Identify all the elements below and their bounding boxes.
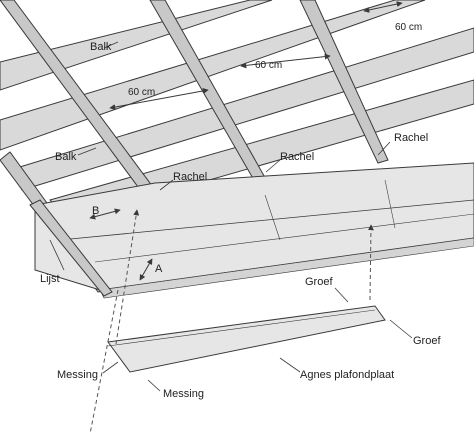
joist-label: Balk	[90, 41, 112, 53]
loose-board-face	[107, 305, 386, 373]
leader-lines	[49, 41, 413, 392]
ceiling-board	[34, 162, 474, 291]
loose-board	[107, 305, 386, 373]
batten-label: Rachel	[280, 151, 314, 163]
dimension-a-label: A	[155, 263, 163, 275]
tongue-label: Messing	[57, 369, 98, 381]
guide-lines	[89, 209, 374, 434]
product-label: Agnes plafondplaat	[300, 369, 394, 381]
cornice-strip	[29, 199, 113, 297]
ceiling-edge-shadow	[99, 237, 474, 299]
dimension-arrows	[89, 1, 403, 281]
batten-label: Rachel	[394, 132, 428, 144]
spacing-label: 60 cm	[395, 22, 422, 33]
groove-label: Groef	[305, 276, 333, 288]
tongue-label: Messing	[163, 388, 204, 400]
batten-label: Rachel	[173, 171, 207, 183]
cornice	[29, 199, 113, 297]
ceiling-boards	[34, 162, 474, 299]
labels: Balk Balk 60 cm 60 cm 60 cm Rachel Rache…	[40, 22, 441, 400]
dimension-b-label: B	[92, 205, 99, 217]
batten	[299, 0, 389, 164]
spacing-label: 60 cm	[128, 87, 155, 98]
joist-label: Balk	[55, 151, 77, 163]
cornice-label: Lijst	[40, 273, 60, 285]
spacing-label: 60 cm	[255, 60, 282, 71]
groove-label: Groef	[413, 335, 441, 347]
